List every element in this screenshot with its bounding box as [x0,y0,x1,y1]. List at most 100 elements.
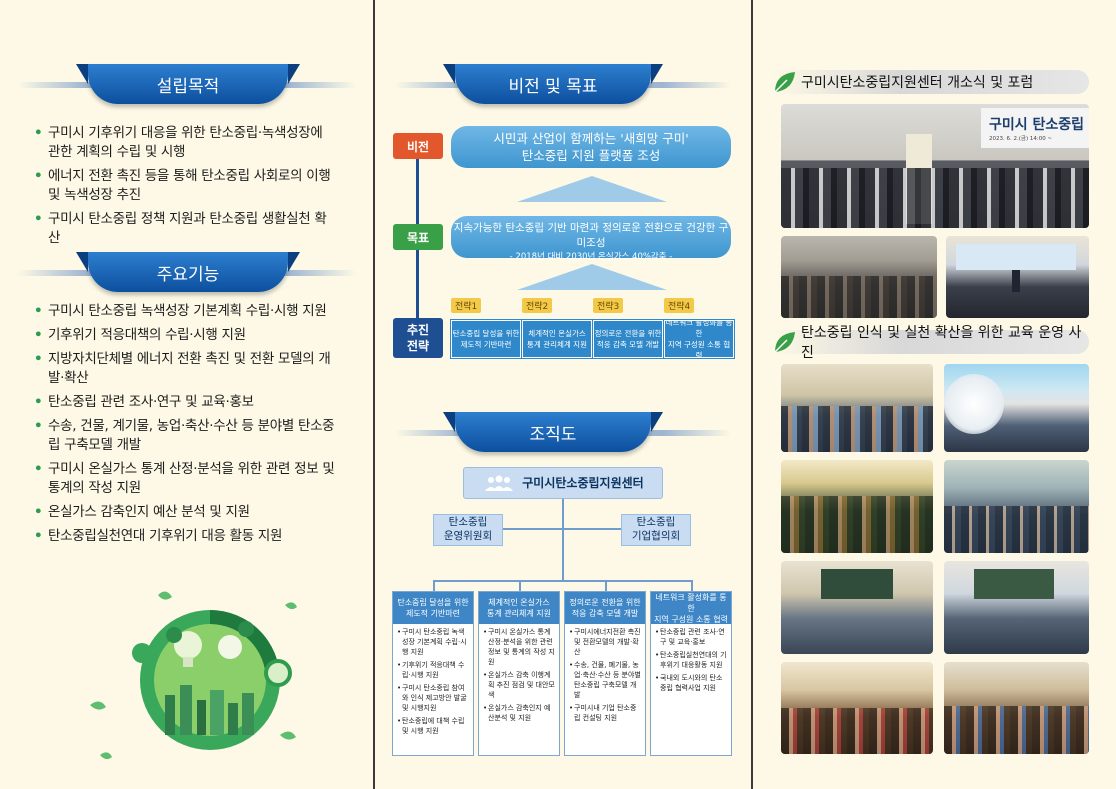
vision-line-1: 시민과 산업이 함께하는 '새희망 구미' [493,131,689,146]
list-item: 탄소중립실천연대 기후위기 대응 활동 지원 [34,527,338,546]
org-label: 운영위원회 [443,530,493,542]
people-icon [485,475,514,491]
section-banner-functions: 주요기능 [18,252,356,296]
list-item: 구미시 온실가스 통계 산정·분석을 위한 관련 정보 및 통계의 작성 지원 [483,627,556,667]
vision-tag: 비전 [393,133,443,159]
vision-line-2: 탄소중립 지원 플랫폼 조성 [521,148,661,163]
audience [781,276,937,318]
students [944,706,1089,754]
list-item: 국내외 도시와의 탄소중립 협력사업 지원 [655,673,728,693]
list-item: 온실가스 감축인지 예산 분석 및 지원 [34,503,338,522]
list-item: 탄소중립 관련 조사·연구 및 교육·홍보 [34,393,338,412]
people-row [781,168,1089,228]
org-line [562,498,564,580]
org-line [485,528,625,530]
column-vision: 비전 및 목표 비전 시민과 산업이 함께하는 '새희망 구미' 탄소중립 지원… [375,0,751,789]
forum-photo-1 [781,236,937,318]
section-title: 주요기능 [76,252,300,292]
strategy-line: 적응 감축 모델 개발 [596,340,660,349]
carbon-neutral-illustration [90,591,297,760]
column-divider [751,0,753,789]
photo-section-title: 탄소중립 인식 및 실천 확산을 위한 교육 운영 사진 [773,325,1089,361]
org-committee: 탄소중립 운영위원회 [433,514,503,546]
students [781,708,933,754]
section-banner-org: 조직도 [395,412,731,456]
list-item: 구미시 탄소중립 녹색성장 기본계획 수립·시행 지원 [397,627,470,657]
org-header-line: 제도적 기반마련 [405,609,461,618]
strategy-line: 정의로운 전환을 위한 [594,329,662,338]
org-line [691,580,693,592]
ceremony-sign: 구미시 탄소중립 2023. 6. 2.(금) 14:00 ~ [981,108,1089,148]
function-list: 구미시 탄소중립 녹색성장 기본계획 수립·시행 지원 기후위기 적응대책의 수… [34,302,338,551]
section-title: 비전 및 목표 [443,64,663,104]
strategy-label: 전략1 [451,298,482,313]
education-photo-5 [781,561,933,654]
leaf-icon [774,72,795,93]
org-label: 탄소중립 [636,516,676,528]
list-item: 구미시에너지전환 촉진 및 전환모델의 개발·확산 [569,627,642,657]
section-banner-vision: 비전 및 목표 [395,64,731,108]
purpose-list: 구미시 기후위기 대응을 위한 탄소중립·녹색성장에 관한 계획의 수립 및 시… [34,124,338,253]
org-council: 탄소중립 기업협의회 [621,514,691,546]
strategy-label: 전략3 [593,298,624,313]
list-item: 기후위기 적응대책의 수립·시행 지원 [34,326,338,345]
org-line [605,580,607,592]
leaf-icon [774,332,795,353]
education-photo-8 [944,662,1089,754]
strategy-line: 체계적인 온실가스 [528,329,586,338]
list-item: 구미시 탄소중립 녹색성장 기본계획 수립·시행 지원 [34,302,338,321]
list-item: 구미시 탄소중립 정책 지원과 탄소중립 생활실천 확산 [34,210,338,248]
org-header-line: 정의로운 전환을 위한 [569,598,641,607]
org-label: 탄소중립 [448,516,488,528]
screen [956,244,1076,270]
bubbles [944,374,1004,434]
org-header-line: 적응 감축 모델 개발 [571,609,639,618]
list-item: 탄소중립에 대책 수립 및 시행 지원 [397,716,470,736]
goal-tag: 목표 [393,224,443,250]
section-title: 설립목적 [76,64,300,104]
strategy-label: 전략4 [664,298,695,313]
org-top-label: 구미시탄소중립지원센터 [522,476,644,490]
list-item: 기후위기 적응대책 수립·시행 지원 [397,660,470,680]
education-photo-1 [781,364,933,452]
column-purpose: 설립목적 구미시 기후위기 대응을 위한 탄소중립·녹색성장에 관한 계획의 수… [0,0,373,789]
strategy-line: 탄소중립 달성을 위한 [452,329,520,338]
education-photo-2 [944,364,1089,452]
education-photo-3 [781,460,933,553]
org-header-line: 지역 구성원 소통 협력 [654,614,728,624]
photo-section-title-text: 탄소중립 인식 및 실천 확산을 위한 교육 운영 사진 [801,325,1082,361]
ceremony-sign-text: 구미시 탄소중립 [989,117,1085,133]
strategy-tag-line: 전략 [406,339,430,353]
org-label: 기업협의회 [631,530,681,542]
section-title: 조직도 [443,412,663,452]
org-line [433,580,693,582]
students [944,506,1089,553]
blackboard [974,569,1054,599]
list-item: 온실가스 감축 이행계획 추진 점검 및 대안모색 [483,670,556,700]
blackboard [821,569,893,599]
goal-box: 지속가능한 탄소중립 기반 마련과 정의로운 전환으로 건강한 구미조성 - 2… [451,216,731,262]
org-header-line: 체계적인 온실가스 [488,598,550,607]
list-item: 수송, 건물, 폐기물, 농업·축산·수산 등 분야별 탄소중립 구축모델 개발 [569,660,642,700]
org-top: 구미시탄소중립지원센터 [463,467,663,499]
strategy-tag: 추진 전략 [393,318,443,358]
list-item: 온실가스 감축인지 예산분석 및 지원 [483,703,556,723]
photo-section-title: 구미시탄소중립지원센터 개소식 및 포럼 [773,70,1089,94]
education-photo-6 [944,561,1089,654]
column-photos: 구미시탄소중립지원센터 개소식 및 포럼 구미시 탄소중립 2023. 6. 2… [753,0,1116,789]
list-item: 구미시 기후위기 대응을 위한 탄소중립·녹색성장에 관한 계획의 수립 및 시… [34,124,338,162]
strategy-tag-line: 추진 [406,323,430,337]
goal-sub: - 2018년 대비 2030년 온실가스 40%감축 - [509,252,673,262]
list-item: 구미시 탄소중립 참여와 인식 제고방안 발굴 및 시행지원 [397,683,470,713]
arrow-up [517,176,667,202]
list-item: 수송, 건물, 계기물, 농업·축산·수산 등 분야별 탄소중립 구축모델 개발 [34,417,338,455]
